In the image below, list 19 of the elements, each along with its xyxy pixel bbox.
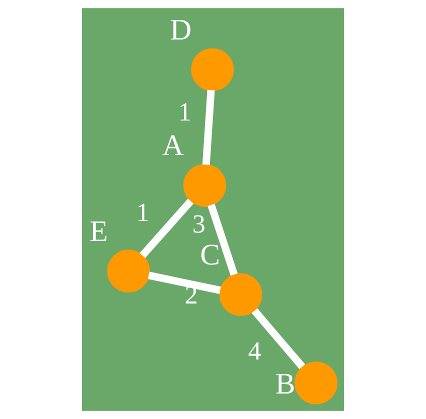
- node-circle: [219, 273, 262, 316]
- node-circle: [191, 48, 234, 92]
- edge-label: 1: [136, 198, 150, 228]
- connector: [148, 272, 221, 294]
- node-label: D: [170, 13, 192, 46]
- node-label: E: [90, 214, 108, 248]
- node-label: B: [275, 368, 296, 401]
- node-label: C: [200, 238, 220, 272]
- node-circle: [294, 362, 338, 404]
- connector: [252, 308, 306, 370]
- edge-label: 4: [248, 336, 262, 366]
- connector: [208, 204, 238, 276]
- edge-label: 3: [192, 210, 206, 239]
- node-label: A: [162, 129, 184, 162]
- node-circle: [183, 164, 226, 207]
- connector: [202, 90, 215, 165]
- edge-label: 1: [178, 97, 192, 126]
- connector: [140, 198, 194, 258]
- node-circle: [107, 250, 150, 293]
